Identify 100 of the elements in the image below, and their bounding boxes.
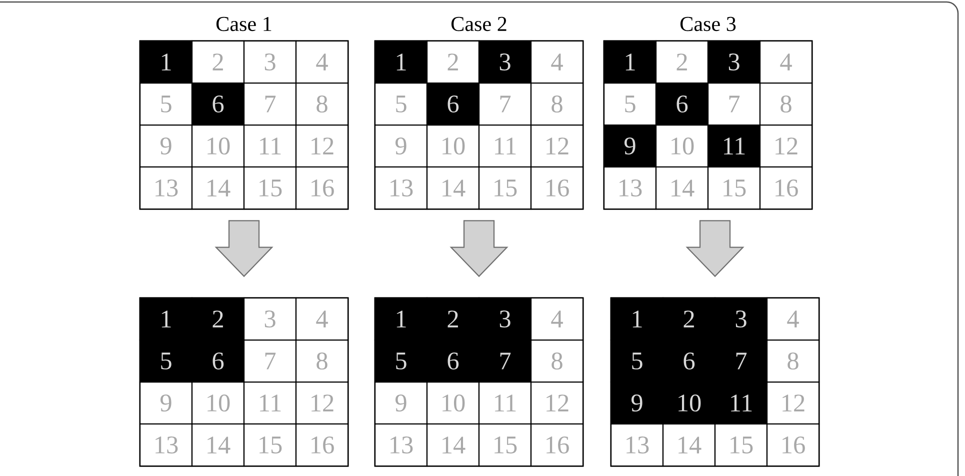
grid-cell: 10	[191, 124, 245, 168]
grid-cell: 4	[295, 297, 349, 341]
grid-cell: 13	[139, 423, 193, 467]
grid-cell: 12	[295, 381, 349, 425]
grid-cell: 1	[139, 40, 193, 84]
grid-cell: 6	[191, 82, 245, 126]
grid-cell: 1	[374, 297, 428, 341]
grid-cell: 9	[374, 381, 428, 425]
grid-cell: 11	[714, 381, 768, 425]
grid-cell: 2	[191, 40, 245, 84]
case-title: Case 1	[216, 16, 272, 32]
grid-cell: 16	[295, 166, 349, 210]
grid-cell: 6	[662, 339, 716, 383]
grid-cell: 14	[655, 166, 709, 210]
grid-cell: 16	[530, 166, 584, 210]
grid-cell: 13	[374, 423, 428, 467]
grid-cell: 2	[426, 40, 480, 84]
grid-cell: 7	[243, 82, 297, 126]
grid-cell: 2	[662, 297, 716, 341]
grid-cell: 9	[610, 381, 664, 425]
grid-cell: 7	[243, 339, 297, 383]
grid-cell: 11	[707, 124, 761, 168]
grid-cell: 5	[603, 82, 657, 126]
grid-cell: 3	[478, 40, 532, 84]
grid-cell: 5	[139, 339, 193, 383]
grid-cell: 7	[714, 339, 768, 383]
grid-cell: 4	[766, 297, 820, 341]
grid-cell: 1	[610, 297, 664, 341]
grid-cell: 4	[530, 297, 584, 341]
grid-cell: 5	[139, 82, 193, 126]
grid-cell: 15	[714, 423, 768, 467]
case-title: Case 2	[451, 16, 506, 32]
grid-cell: 10	[426, 381, 480, 425]
grid-cell: 2	[655, 40, 709, 84]
grid-cell: 14	[426, 166, 480, 210]
grid-cell: 7	[707, 82, 761, 126]
grid-cell: 4	[759, 40, 813, 84]
grid-cell: 14	[191, 166, 245, 210]
grid-cell: 1	[603, 40, 657, 84]
grid-cell: 8	[759, 82, 813, 126]
grid-cell: 6	[426, 339, 480, 383]
grid-cell: 11	[243, 124, 297, 168]
grid-cell: 16	[295, 423, 349, 467]
grid-cell: 14	[191, 423, 245, 467]
grid-cell: 9	[603, 124, 657, 168]
grid-cell: 16	[530, 423, 584, 467]
grid-cell: 10	[191, 381, 245, 425]
grid-cell: 6	[191, 339, 245, 383]
grid-cell: 8	[530, 82, 584, 126]
grid-cell: 12	[295, 124, 349, 168]
block-arrow	[214, 220, 274, 278]
grid-cell: 5	[610, 339, 664, 383]
grid-cell: 14	[662, 423, 716, 467]
grid-cell: 15	[243, 423, 297, 467]
grid-cell: 3	[478, 297, 532, 341]
grid-cell: 14	[426, 423, 480, 467]
grid-cell: 8	[295, 82, 349, 126]
grid-cell: 12	[530, 381, 584, 425]
case-title: Case 3	[680, 16, 736, 32]
grid-cell: 13	[603, 166, 657, 210]
grid-cell: 8	[295, 339, 349, 383]
grid-cell: 15	[478, 166, 532, 210]
grid-cell: 9	[139, 381, 193, 425]
grid-cell: 11	[478, 124, 532, 168]
grid-cell: 5	[374, 82, 428, 126]
grid-cell: 13	[610, 423, 664, 467]
grid-cell: 6	[426, 82, 480, 126]
grid-cell: 15	[243, 166, 297, 210]
grid-cell: 12	[759, 124, 813, 168]
grid-cell: 15	[707, 166, 761, 210]
grid-cell: 10	[426, 124, 480, 168]
grid-cell: 3	[243, 297, 297, 341]
grid-cell: 5	[374, 339, 428, 383]
grid-cell: 8	[530, 339, 584, 383]
grid-cell: 16	[759, 166, 813, 210]
block-arrow	[686, 220, 744, 278]
grid-cell: 11	[243, 381, 297, 425]
grid-cell: 15	[478, 423, 532, 467]
grid-cell: 16	[766, 423, 820, 467]
grid-cell: 2	[191, 297, 245, 341]
grid-cell: 7	[478, 82, 532, 126]
grid-cell: 3	[714, 297, 768, 341]
grid-cell: 8	[766, 339, 820, 383]
grid-cell: 3	[243, 40, 297, 84]
grid-cell: 7	[478, 339, 532, 383]
grid-cell: 2	[426, 297, 480, 341]
grid-cell: 1	[374, 40, 428, 84]
grid-cell: 12	[766, 381, 820, 425]
grid-cell: 11	[478, 381, 532, 425]
grid-cell: 9	[139, 124, 193, 168]
grid-cell: 12	[530, 124, 584, 168]
grid-cell: 9	[374, 124, 428, 168]
grid-cell: 4	[530, 40, 584, 84]
grid-cell: 6	[655, 82, 709, 126]
grid-cell: 10	[655, 124, 709, 168]
grid-cell: 13	[139, 166, 193, 210]
grid-cell: 1	[139, 297, 193, 341]
grid-cell: 3	[707, 40, 761, 84]
block-arrow	[450, 220, 508, 278]
grid-cell: 4	[295, 40, 349, 84]
